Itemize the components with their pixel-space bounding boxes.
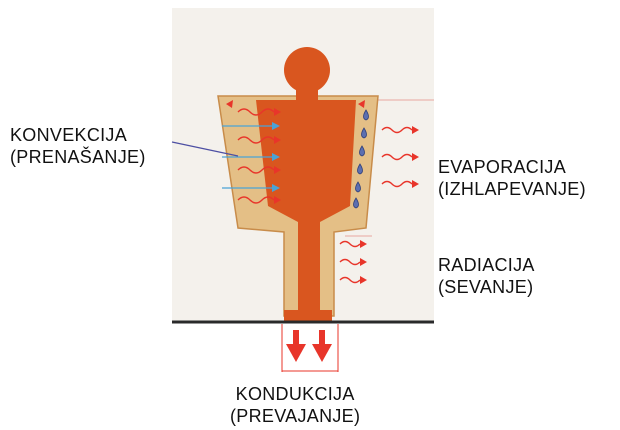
floor-area bbox=[172, 322, 434, 383]
evaporation-label-line1: EVAPORACIJA bbox=[438, 156, 586, 178]
body-neck bbox=[296, 86, 318, 102]
evaporation-label: EVAPORACIJA (IZHLAPEVANJE) bbox=[438, 156, 586, 200]
radiation-label-line2: (SEVANJE) bbox=[438, 276, 535, 298]
convection-label-line2: (PRENAŠANJE) bbox=[10, 146, 146, 168]
body-foot bbox=[284, 310, 332, 322]
conduction-label-line2: (PREVAJANJE) bbox=[230, 405, 360, 427]
radiation-label: RADIACIJA (SEVANJE) bbox=[438, 254, 535, 298]
conduction-label-line1: KONDUKCIJA bbox=[230, 383, 360, 405]
conduction-label: KONDUKCIJA (PREVAJANJE) bbox=[230, 383, 360, 427]
convection-label: KONVEKCIJA (PRENAŠANJE) bbox=[10, 124, 146, 168]
radiation-label-line1: RADIACIJA bbox=[438, 254, 535, 276]
evaporation-label-line2: (IZHLAPEVANJE) bbox=[438, 178, 586, 200]
convection-label-line1: KONVEKCIJA bbox=[10, 124, 146, 146]
